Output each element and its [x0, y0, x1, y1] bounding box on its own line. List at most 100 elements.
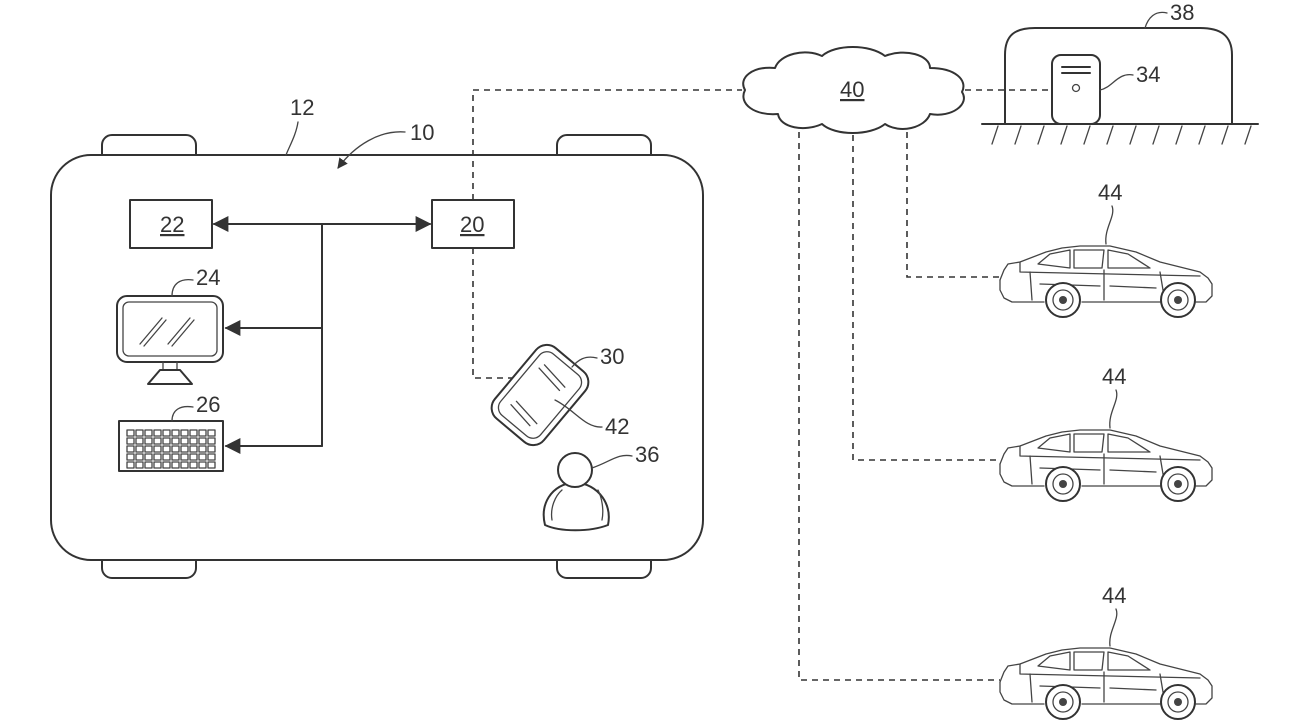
label-remote-vehicle-1: 44	[1098, 180, 1122, 205]
leader-vehicle	[285, 121, 299, 156]
keyboard-key	[180, 429, 189, 437]
hatch-line	[991, 125, 999, 145]
mobile-device-icon	[490, 343, 590, 447]
leader-display	[171, 278, 194, 297]
label-remote-vehicle-2: 44	[1102, 364, 1126, 389]
remote-vehicle-2	[999, 429, 1213, 502]
keyboard-key	[171, 453, 180, 461]
keyboard-key	[189, 437, 198, 445]
facility-building	[1004, 27, 1233, 125]
leader-remote-vehicle-1	[1105, 205, 1114, 245]
label-network: 40	[840, 77, 864, 102]
keyboard-key	[189, 429, 198, 437]
label-memory: 22	[160, 212, 184, 237]
hatch-line	[1198, 125, 1206, 145]
keyboard-key	[180, 461, 189, 469]
keyboard-key	[153, 437, 162, 445]
keyboard-key	[135, 445, 144, 453]
keyboard-key	[135, 453, 144, 461]
keyboard-key	[144, 453, 153, 461]
keyboard-key	[207, 453, 216, 461]
user-icon	[542, 452, 610, 532]
hatch-line	[1221, 125, 1229, 145]
keyboard-key	[162, 453, 171, 461]
memory-box	[129, 199, 213, 249]
keyboard-key	[171, 461, 180, 469]
keyboard-key	[126, 445, 135, 453]
keyboard-key	[153, 445, 162, 453]
keyboard-key	[171, 445, 180, 453]
leader-user	[591, 454, 633, 469]
label-server: 34	[1136, 62, 1160, 87]
hatch-line	[1129, 125, 1137, 145]
keyboard-key	[144, 461, 153, 469]
keyboard-key	[153, 453, 162, 461]
hatch-line	[1106, 125, 1114, 145]
ground-hatch	[991, 125, 1252, 145]
keyboard-key	[180, 437, 189, 445]
keyboard-key	[189, 445, 198, 453]
label-system: 10	[410, 120, 434, 145]
label-user: 36	[635, 442, 659, 467]
label-display: 24	[196, 265, 220, 290]
label-mobile-device: 30	[600, 344, 624, 369]
keyboard-key	[126, 461, 135, 469]
label-input-device: 26	[196, 392, 220, 417]
link-controller-mobile	[472, 248, 515, 379]
hatch-line	[1083, 125, 1091, 145]
keyboard-key	[189, 461, 198, 469]
keyboard-key	[207, 445, 216, 453]
keyboard-key	[153, 429, 162, 437]
hatch-line	[1037, 125, 1045, 145]
keyboard-key	[144, 445, 153, 453]
keyboard-key	[126, 429, 135, 437]
keyboard-key	[153, 461, 162, 469]
remote-vehicle-3	[999, 647, 1213, 720]
keyboard-icon	[118, 420, 224, 472]
remote-vehicle-1	[999, 245, 1213, 318]
link-controller-network	[472, 89, 742, 200]
keyboard-key	[171, 437, 180, 445]
label-mobile-screen: 42	[605, 414, 629, 439]
keyboard-key	[126, 437, 135, 445]
keyboard-key	[162, 429, 171, 437]
leader-remote-vehicle-3	[1109, 608, 1118, 647]
keyboard-key	[207, 461, 216, 469]
leader-server	[1099, 74, 1134, 91]
link-network-car-1	[906, 132, 1000, 278]
leader-facility	[1144, 11, 1168, 29]
keyboard-key	[207, 437, 216, 445]
leader-mobile-device	[571, 356, 598, 368]
link-network-car-3	[798, 132, 1000, 681]
keyboard-key	[162, 461, 171, 469]
label-vehicle: 12	[290, 95, 314, 120]
keyboard-key	[180, 453, 189, 461]
keyboard-key	[198, 437, 207, 445]
keyboard-key	[198, 453, 207, 461]
keyboard-key	[198, 461, 207, 469]
leader-mobile-screen	[554, 399, 603, 428]
keyboard-key	[162, 445, 171, 453]
keyboard-key	[180, 445, 189, 453]
keyboard-key	[135, 461, 144, 469]
keyboard-key	[144, 437, 153, 445]
leader-input-device	[171, 405, 194, 422]
display-icon	[116, 295, 224, 385]
network-cloud	[742, 46, 965, 134]
hatch-line	[1244, 125, 1252, 145]
label-remote-vehicle-3: 44	[1102, 583, 1126, 608]
label-facility: 38	[1170, 0, 1194, 25]
keyboard-key	[135, 429, 144, 437]
keyboard-key	[162, 437, 171, 445]
keyboard-key	[189, 453, 198, 461]
link-network-car-2	[852, 135, 1000, 461]
keyboard-key	[126, 453, 135, 461]
hatch-line	[1060, 125, 1068, 145]
keyboard-key	[171, 429, 180, 437]
keyboard-key	[144, 429, 153, 437]
hatch-line	[1014, 125, 1022, 145]
keyboard-key	[135, 437, 144, 445]
hatch-line	[1175, 125, 1183, 145]
hatch-line	[1152, 125, 1160, 145]
